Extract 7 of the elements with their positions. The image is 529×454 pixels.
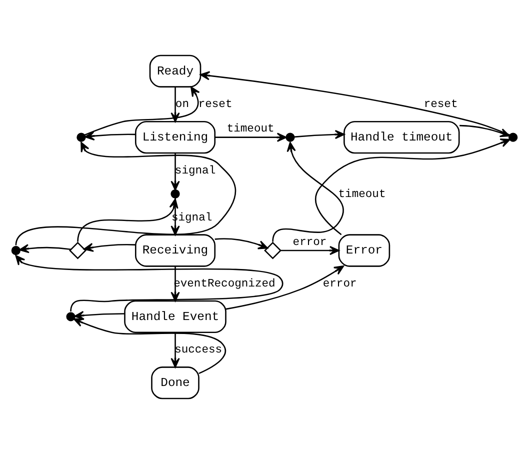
edge-label: timeout — [338, 188, 386, 201]
edge-label: reset — [198, 99, 232, 112]
edge-label: error — [292, 236, 327, 249]
edge-label: error — [322, 278, 357, 291]
edge-label: on — [175, 99, 190, 112]
edge-label: timeout — [226, 124, 274, 136]
edge-label: reset — [424, 99, 458, 112]
